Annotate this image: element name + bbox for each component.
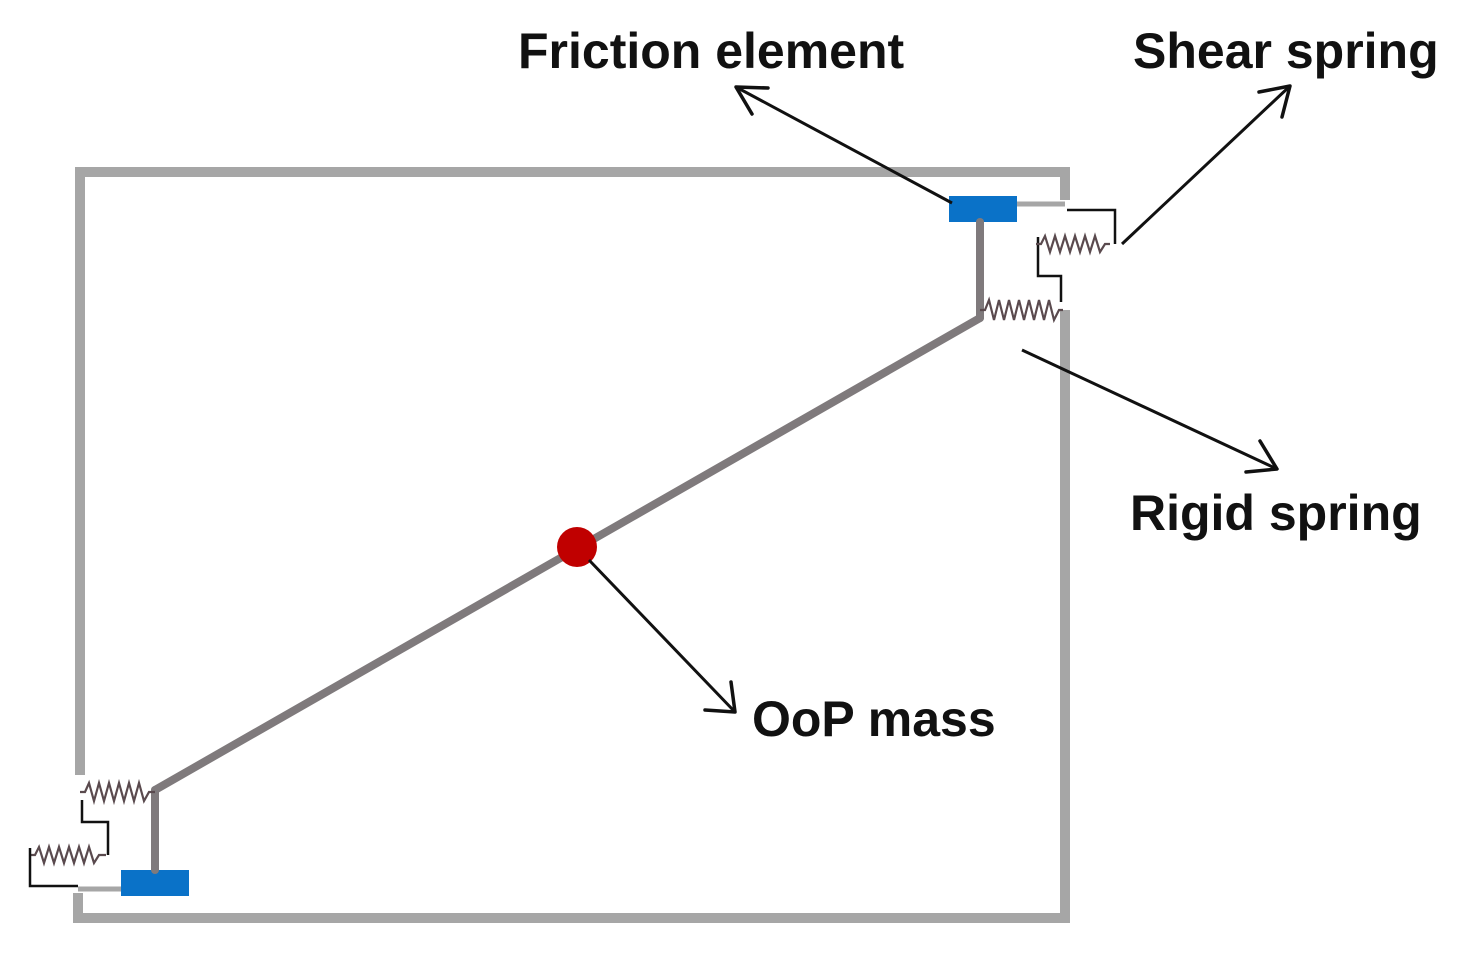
panel-frame: [73, 167, 1070, 923]
rigid-arrowhead: [1244, 439, 1279, 474]
top-right-connection: [949, 196, 1117, 324]
friction-arrowhead: [734, 85, 770, 116]
rigid-spring-top: [980, 296, 1063, 324]
bottom-left-connection: [28, 778, 189, 896]
friction-arrow: [734, 85, 953, 205]
shear-arrowhead: [1257, 84, 1292, 119]
oop-mass-label: OoP mass: [752, 691, 996, 747]
shear-arrow: [1120, 84, 1292, 246]
top-spring-bracket: [1036, 237, 1063, 302]
bottom-shear-bracket: [28, 848, 78, 888]
rigid-spring-label: Rigid spring: [1130, 485, 1422, 541]
friction-element-bottom: [121, 870, 189, 896]
friction-element-top: [949, 196, 1017, 222]
bottom-spring-bracket: [80, 800, 110, 855]
top-shear-bracket: [1067, 208, 1117, 244]
rigid-arrow: [1021, 348, 1279, 474]
friction-element-label: Friction element: [518, 23, 905, 79]
shear-spring-label: Shear spring: [1133, 23, 1439, 79]
shear-spring-bottom: [30, 843, 106, 867]
oop-mass: [557, 527, 597, 567]
shear-spring-top: [1036, 232, 1110, 256]
mass-arrowhead: [703, 680, 737, 714]
rigid-spring-bottom: [80, 778, 155, 806]
mass-arrow: [587, 558, 737, 714]
